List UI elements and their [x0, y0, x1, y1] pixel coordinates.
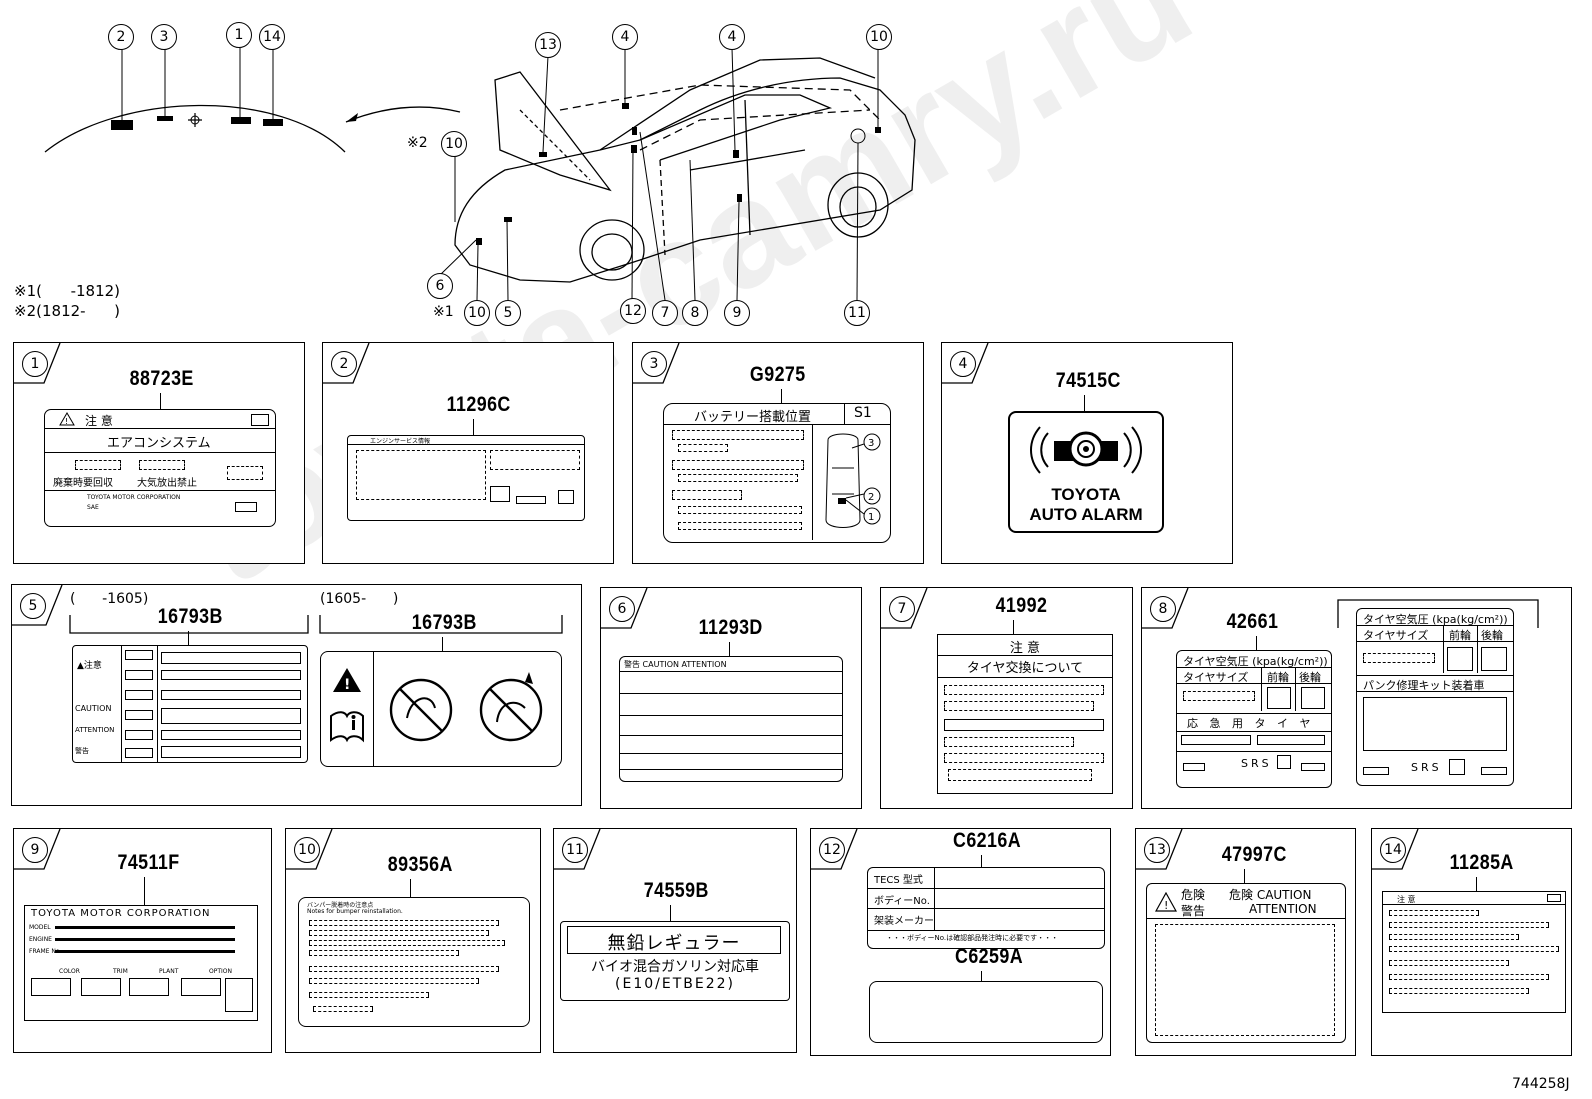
part-number: 42661 — [1226, 610, 1279, 633]
callout-12[interactable]: 12 — [620, 298, 646, 324]
callout-7[interactable]: 7 — [652, 300, 678, 326]
panel-number: 13 — [1144, 837, 1170, 863]
label-fuel: 無鉛レギュラー バイオ混合ガソリン対応車 (E10/ETBE22) — [560, 921, 790, 1001]
panel-6[interactable]: 6 11293D 警告 CAUTION ATTENTION — [600, 587, 862, 809]
label-aircon: ! 注 意 エアコンシステム 廃棄時要回収 大気放出禁止 TOYOTA MOTO… — [44, 409, 276, 527]
panel-number: 1 — [22, 351, 48, 377]
part-number: 74511F — [117, 851, 180, 874]
part-number-b: C6259A — [955, 945, 1024, 968]
part-number: 88723E — [129, 367, 194, 390]
panel-12[interactable]: 12 C6216A TECS 型式 ボディーNo. 架装メーカー ・・・ボディー… — [810, 828, 1111, 1056]
callout-5[interactable]: 5 — [495, 300, 521, 326]
panel-5[interactable]: 5 ( -1605) (1605- ) 16793B 16793B ▲注意 CA… — [11, 584, 582, 806]
part-number: 11296C — [446, 393, 511, 416]
panel-1[interactable]: 1 88723E ! 注 意 エアコンシステム 廃棄時要回収 大気放出禁止 TO… — [13, 342, 305, 564]
label-airbag-a: ▲注意 CAUTION ATTENTION 警告 — [72, 645, 308, 763]
label-hood-caution: ! 危険 危険 CAUTION 警告 ATTENTION — [1146, 883, 1346, 1043]
panel-number: 4 — [950, 351, 976, 377]
car-top-icon: 3 2 1 — [825, 433, 881, 528]
no-childseat-icons — [389, 672, 543, 742]
panel-number: 3 — [641, 351, 667, 377]
label-bumper: バンパー脱着時の注意点 Notes for bumper reinstallat… — [298, 897, 530, 1027]
callout-1[interactable]: 1 — [226, 22, 252, 48]
callout-13[interactable]: 13 — [535, 32, 561, 58]
label-blank — [869, 981, 1103, 1043]
mark-2: ※2 — [407, 135, 428, 151]
part-number-a: C6216A — [953, 829, 1022, 852]
svg-text:!: ! — [65, 417, 68, 426]
label-engine-service: エンジンサービス情報 — [347, 435, 585, 521]
label-battery: バッテリー搭載位置 S1 3 2 1 — [663, 403, 891, 543]
panel-number: 10 — [294, 837, 320, 863]
mark-1: ※1 — [433, 304, 454, 320]
part-number: 41992 — [995, 594, 1048, 617]
callout-6[interactable]: 6 — [427, 273, 453, 299]
panel-8[interactable]: 8 42661 タイヤ空気圧 (kpa(kg/cm²)) タイヤサイズ 前輪 後… — [1141, 587, 1572, 809]
panel-4[interactable]: 4 74515C TOYOTA AUTO ALARM — [941, 342, 1233, 564]
part-number: 74515C — [1055, 369, 1121, 392]
panel-11[interactable]: 11 74559B 無鉛レギュラー バイオ混合ガソリン対応車 (E10/ETBE… — [553, 828, 797, 1053]
panel-number: 5 — [20, 593, 46, 619]
diagram-code: 744258J — [1512, 1076, 1570, 1092]
part-number: 11285A — [1449, 851, 1514, 874]
warning-icon: ! — [59, 412, 75, 426]
part-number: 11293D — [698, 616, 763, 639]
panel-number: 9 — [22, 837, 48, 863]
note-1: ※1( -1812) — [14, 282, 121, 300]
note-2: ※2(1812- ) — [14, 302, 121, 320]
panel-3[interactable]: 3 G9275 バッテリー搭載位置 S1 3 2 1 — [632, 342, 924, 564]
label-tecs: TECS 型式 ボディーNo. 架装メーカー ・・・ボディーNo.は確認部品発注… — [867, 867, 1105, 949]
label-tire-change: 注 意 タイヤ交換について — [937, 634, 1113, 794]
callout-4a[interactable]: 4 — [612, 24, 638, 50]
panel-7[interactable]: 7 41992 注 意 タイヤ交換について — [880, 587, 1133, 809]
part-number: 74559B — [643, 879, 709, 902]
panel-number: 11 — [562, 837, 588, 863]
alarm-horn-icon — [1030, 426, 1142, 474]
svg-text:!: ! — [1164, 899, 1168, 912]
panel-number: 8 — [1150, 596, 1176, 622]
panel-14[interactable]: 14 11285A 注 意 — [1371, 828, 1572, 1056]
panel-number: 6 — [609, 596, 635, 622]
label-vin-plate: TOYOTA MOTOR CORPORATION MODEL ENGINE FR… — [24, 905, 258, 1021]
label-tire-pressure-b: タイヤ空気圧 (kpa(kg/cm²)) タイヤサイズ 前輪 後輪 パンク修理キ… — [1356, 608, 1514, 786]
label-auto-alarm: TOYOTA AUTO ALARM — [1008, 411, 1164, 533]
panel-13[interactable]: 13 47997C ! 危険 危険 CAUTION 警告 ATTENTION — [1135, 828, 1356, 1056]
callout-9[interactable]: 9 — [724, 300, 750, 326]
callout-2[interactable]: 2 — [108, 24, 134, 50]
part-number-a: 16793B — [157, 605, 223, 628]
callout-8[interactable]: 8 — [682, 300, 708, 326]
svg-text:!: ! — [344, 677, 350, 693]
panel-2[interactable]: 2 11296C エンジンサービス情報 — [322, 342, 614, 564]
svg-text:2: 2 — [868, 492, 874, 503]
part-number: G9275 — [749, 363, 806, 386]
callout-10c[interactable]: 10 — [464, 300, 490, 326]
svg-text:3: 3 — [868, 438, 874, 449]
label-tire-pressure-a: タイヤ空気圧 (kpa(kg/cm²)) タイヤサイズ 前輪 後輪 応 急 用 … — [1176, 650, 1332, 788]
part-number: 89356A — [387, 853, 453, 876]
part-number-b: 16793B — [411, 611, 477, 634]
label-airbag-b: ! — [320, 651, 562, 767]
warning-manual-icon: ! — [330, 668, 364, 743]
callout-4b[interactable]: 4 — [719, 24, 745, 50]
panel-number: 12 — [819, 837, 845, 863]
panel-number: 7 — [889, 596, 915, 622]
panel-number: 14 — [1380, 837, 1406, 863]
callout-11[interactable]: 11 — [844, 300, 870, 326]
svg-text:1: 1 — [868, 512, 874, 523]
panel-10[interactable]: 10 89356A バンパー脱着時の注意点 Notes for bumper r… — [285, 828, 541, 1053]
callout-3[interactable]: 3 — [151, 24, 177, 50]
panel-number: 2 — [331, 351, 357, 377]
part-number: 47997C — [1221, 843, 1287, 866]
label-caution-14: 注 意 — [1382, 891, 1566, 1013]
overview-diagram — [44, 47, 916, 301]
callout-14[interactable]: 14 — [259, 24, 285, 50]
callout-10b[interactable]: 10 — [441, 131, 467, 157]
label-caution-6: 警告 CAUTION ATTENTION — [619, 656, 843, 782]
warning-icon: ! — [1155, 892, 1177, 912]
callout-10a[interactable]: 10 — [866, 24, 892, 50]
panel-9[interactable]: 9 74511F TOYOTA MOTOR CORPORATION MODEL … — [13, 828, 272, 1053]
